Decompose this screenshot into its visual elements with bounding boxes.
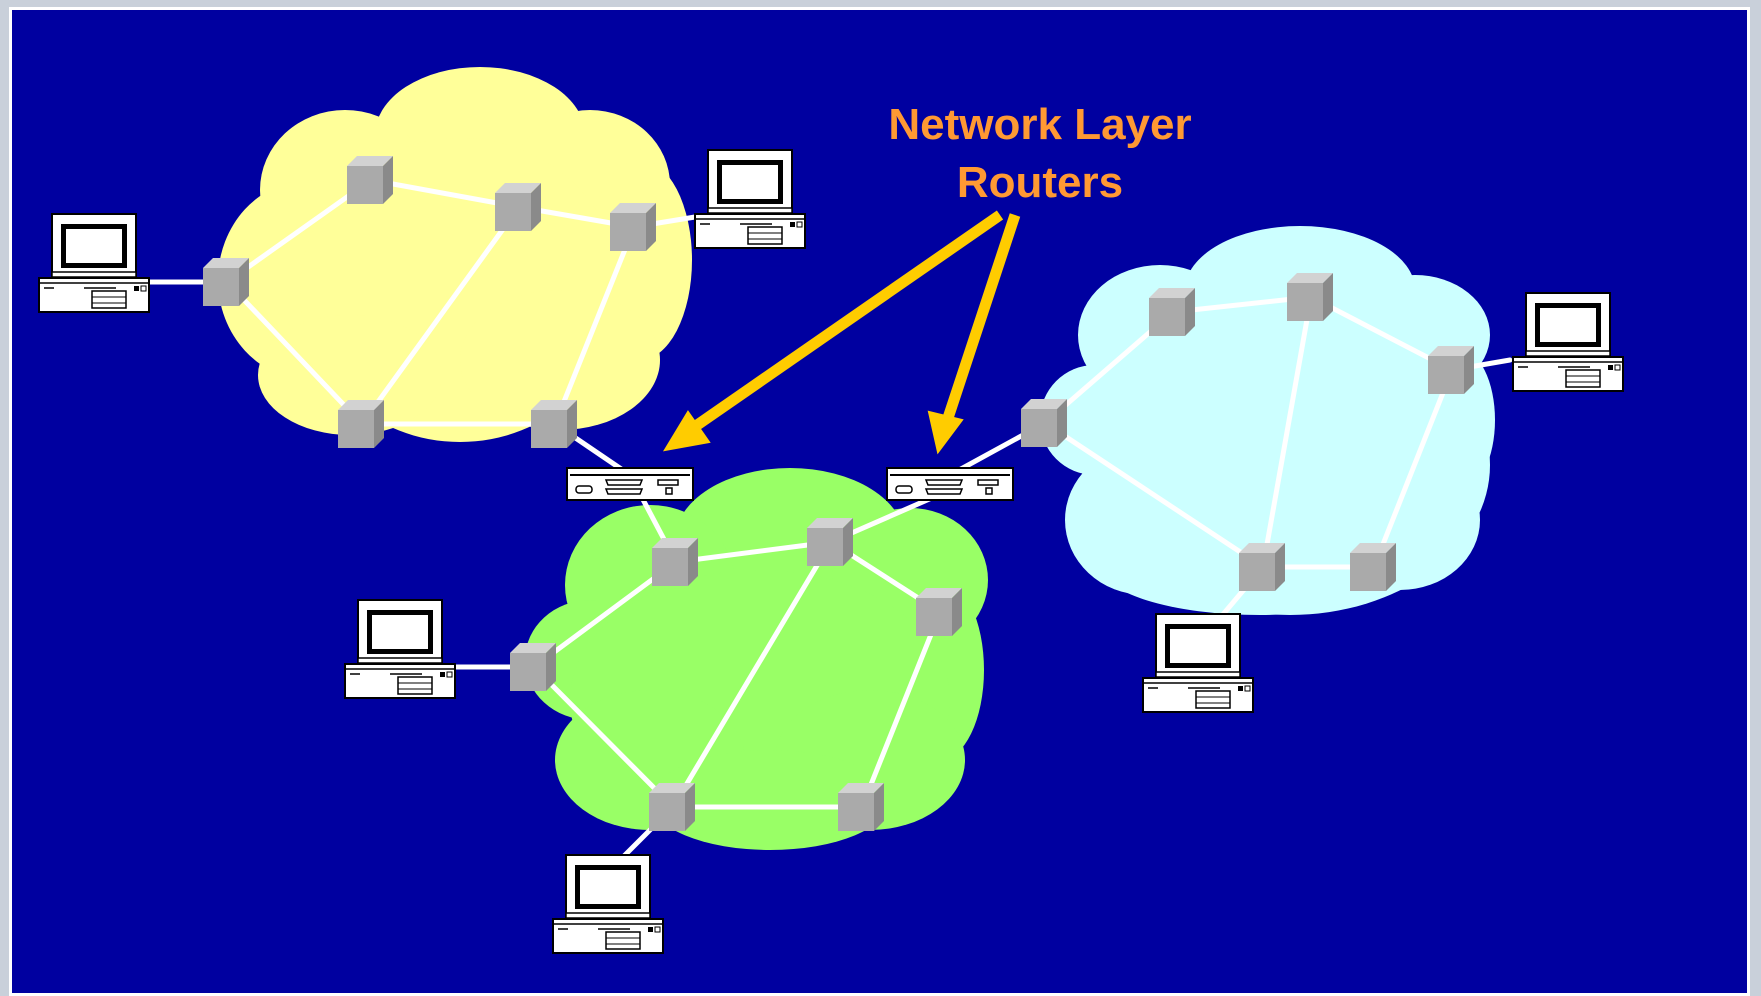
switch-cube-icon — [652, 538, 698, 586]
callout-arrows — [662, 210, 1021, 455]
switch-cube-icon — [495, 183, 541, 231]
switch-cube-icon — [1428, 346, 1474, 394]
arrowhead-left — [662, 410, 711, 452]
callout-line-2: Routers — [956, 158, 1124, 207]
switch-cube-icon — [916, 588, 962, 636]
cyan-cloud — [1040, 226, 1495, 615]
desktop-computer-icon — [1142, 613, 1254, 713]
switch-cube-icon — [838, 783, 884, 831]
desktop-computer-icon — [1512, 292, 1624, 392]
network-layer-router — [886, 467, 1014, 501]
switch-cube-icon — [807, 518, 853, 566]
arrowhead-right — [927, 410, 964, 455]
switch-cube-icon — [531, 400, 577, 448]
switch-cube-icon — [1287, 273, 1333, 321]
switch-cube-icon — [203, 258, 249, 306]
network-layer-router — [566, 467, 694, 501]
callout-line-1: Network Layer — [888, 100, 1192, 149]
switch-cube-icon — [510, 643, 556, 691]
desktop-computer-icon — [344, 599, 456, 699]
switch-cube-icon — [338, 400, 384, 448]
switch-cube-icon — [1350, 543, 1396, 591]
desktop-computer-icon — [38, 213, 150, 313]
desktop-computer-icon — [552, 854, 664, 954]
switch-cube-icon — [1239, 543, 1285, 591]
callout-label: Network Layer Routers — [840, 96, 1240, 212]
desktop-computer-icon — [694, 149, 806, 249]
switch-cube-icon — [1149, 288, 1195, 336]
switch-cube-icon — [610, 203, 656, 251]
switch-cube-icon — [1021, 399, 1067, 447]
switch-cube-icon — [649, 783, 695, 831]
green-cloud — [525, 468, 988, 850]
switch-cube-icon — [347, 156, 393, 204]
